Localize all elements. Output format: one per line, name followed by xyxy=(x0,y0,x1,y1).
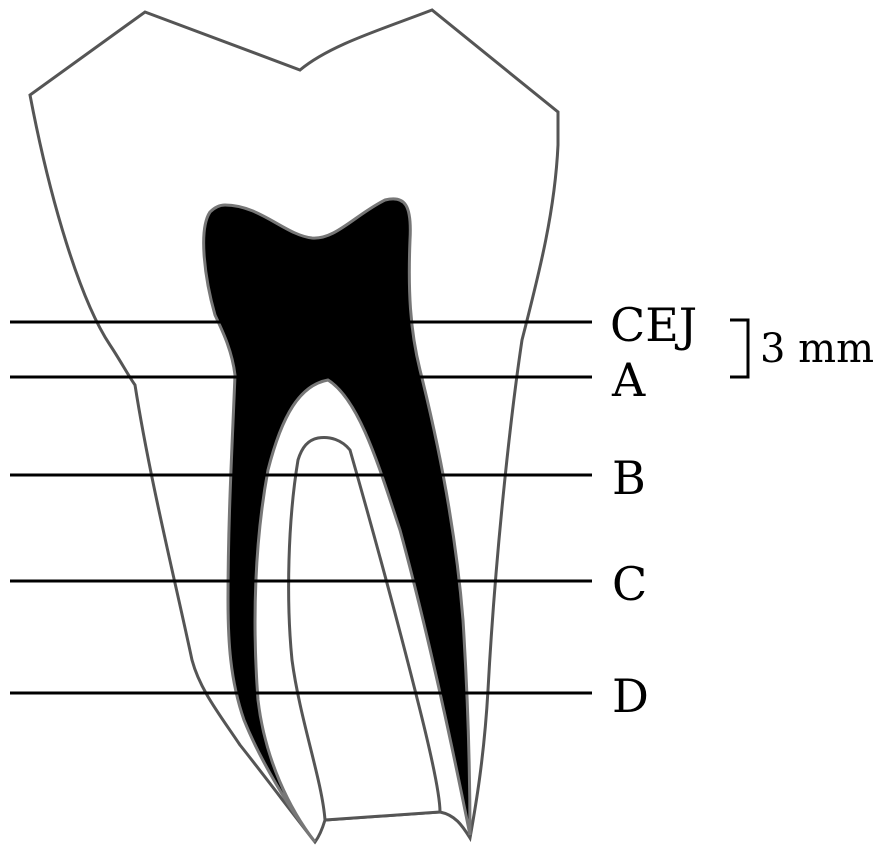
label-distance: 3 mm xyxy=(760,326,874,372)
tooth-outline xyxy=(30,10,558,842)
label-d: D xyxy=(612,669,649,723)
distance-bracket xyxy=(730,320,748,377)
label-cej: CEJ xyxy=(610,298,697,352)
label-b: B xyxy=(612,451,646,505)
label-c: C xyxy=(612,557,647,611)
label-a: A xyxy=(611,353,646,407)
